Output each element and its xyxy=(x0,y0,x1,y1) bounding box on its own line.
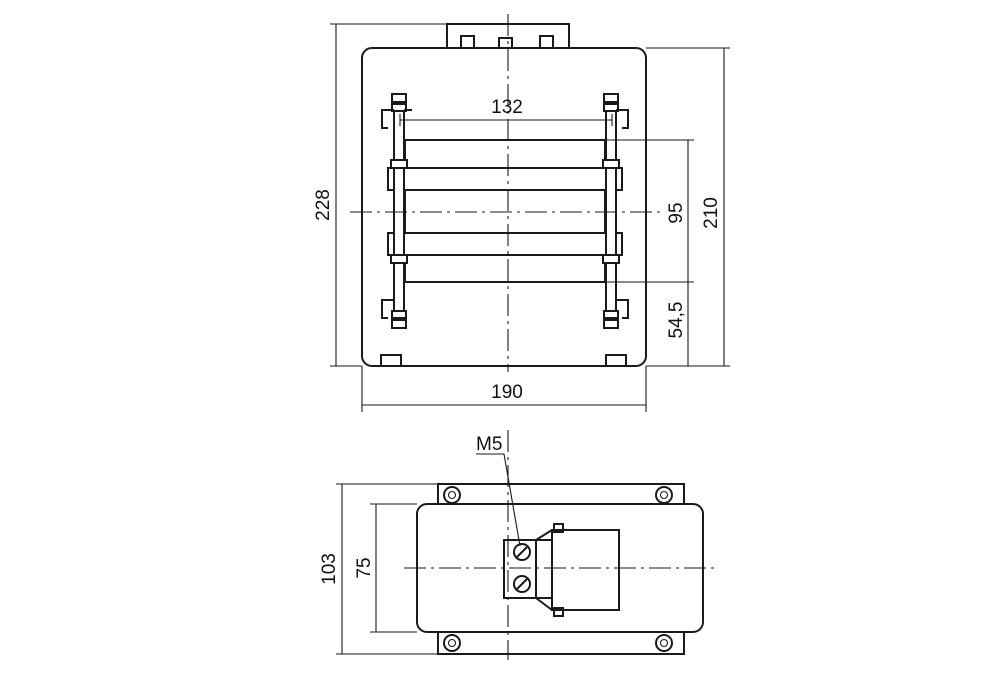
mounting-foot xyxy=(380,354,402,367)
rod-nut xyxy=(391,103,407,112)
rod-nut xyxy=(603,319,619,329)
thread-label-m5: M5 xyxy=(476,434,502,455)
rod-washer xyxy=(390,254,408,264)
terminal-cover xyxy=(551,529,620,611)
terminal-chamfer xyxy=(535,529,553,611)
bolt-icon xyxy=(443,486,461,504)
mounting-plate-top xyxy=(437,483,685,507)
dim-label-54-5: 54,5 xyxy=(666,302,687,339)
terminal-tab xyxy=(553,607,564,617)
hook-bracket xyxy=(616,299,629,319)
hook-bracket xyxy=(616,109,629,129)
rod-nut xyxy=(391,319,407,329)
clamp-bar-lower xyxy=(387,232,623,256)
terminal-tab xyxy=(553,523,564,533)
dim-label-190: 190 xyxy=(491,382,523,403)
rod-washer xyxy=(602,254,620,264)
terminal-slot xyxy=(498,37,513,49)
leader-line-m5 xyxy=(476,453,521,547)
mounting-foot xyxy=(605,354,627,367)
screw-icon xyxy=(513,543,531,561)
rod-nut xyxy=(391,310,407,319)
rod-nut xyxy=(603,103,619,112)
bolt-icon xyxy=(655,634,673,652)
rod-washer xyxy=(602,159,620,169)
dim-label-132: 132 xyxy=(491,97,523,118)
bolt-icon xyxy=(655,486,673,504)
hook-bracket xyxy=(381,299,394,319)
clamp-rod-right xyxy=(605,99,617,323)
dim-label-228: 228 xyxy=(313,189,334,221)
mounting-plate-bottom xyxy=(437,631,685,655)
rod-washer xyxy=(390,159,408,169)
dim-label-103: 103 xyxy=(319,553,340,585)
rod-nut xyxy=(391,93,407,103)
bolt-icon xyxy=(443,634,461,652)
rod-nut xyxy=(603,93,619,103)
top-view: 132 190 228 210 95 54,5 xyxy=(313,14,730,412)
clamp-bar-upper xyxy=(387,167,623,191)
screw-icon xyxy=(513,575,531,593)
transformer-body xyxy=(361,47,647,367)
bottom-view: M5 103 75 xyxy=(319,430,714,660)
rod-nut xyxy=(603,310,619,319)
dim-label-75: 75 xyxy=(354,557,375,578)
dim-label-210: 210 xyxy=(701,197,722,229)
dim-label-95: 95 xyxy=(666,202,687,223)
clamp-rod-left xyxy=(393,99,405,323)
hook-bracket xyxy=(381,109,394,129)
